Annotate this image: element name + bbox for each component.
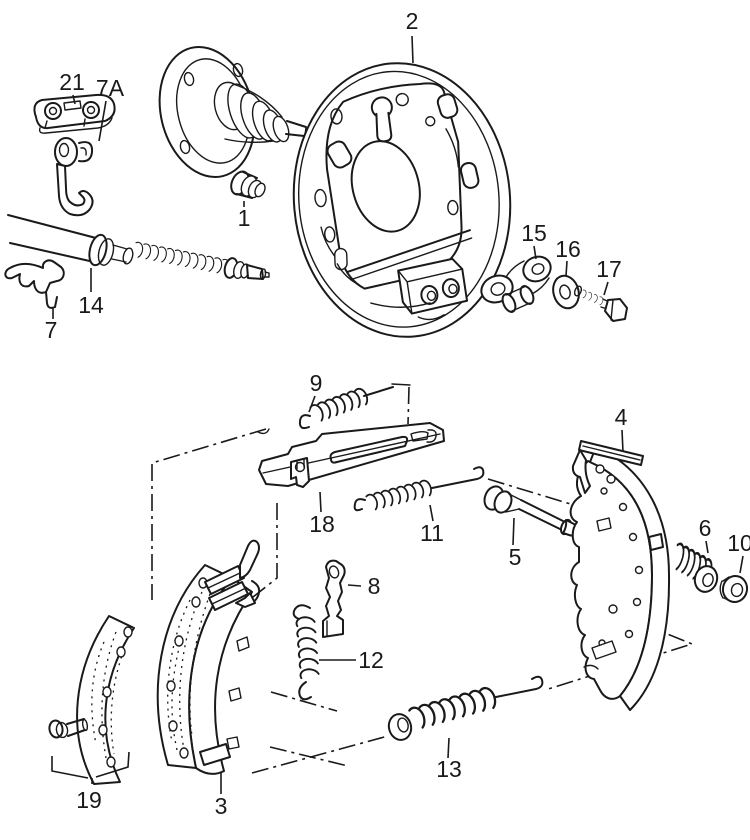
callout-7a-label: 7A xyxy=(96,75,125,101)
callout-4-label: 4 xyxy=(615,404,628,430)
callout-6-label: 6 xyxy=(699,515,712,541)
lining-texture xyxy=(167,591,211,751)
callout-13: 13 xyxy=(436,737,462,782)
callout-13-label: 13 xyxy=(436,756,462,782)
return-spring-part-11 xyxy=(353,466,485,512)
hold-down-spring-part-6 xyxy=(669,541,719,593)
lining-rivet-holes xyxy=(166,577,208,759)
callout-17: 17 xyxy=(596,256,622,296)
callout-7a: 7A xyxy=(96,75,125,142)
callout-11: 11 xyxy=(420,504,444,546)
callout-15-label: 15 xyxy=(521,220,547,246)
spring-part-12 xyxy=(292,604,321,701)
callout-10-label: 10 xyxy=(727,530,750,556)
callout-8: 8 xyxy=(347,573,381,599)
callout-10: 10 xyxy=(727,530,750,574)
callout-19: 19 xyxy=(76,787,102,813)
bracket-19 xyxy=(51,751,130,784)
callout-12-label: 12 xyxy=(358,647,384,673)
callout-4: 4 xyxy=(615,404,628,453)
return-spring-part-13 xyxy=(387,675,544,741)
return-spring-part-9 xyxy=(298,386,394,430)
callout-14-label: 14 xyxy=(78,292,104,318)
callout-9-label: 9 xyxy=(310,370,323,396)
callout-1: 1 xyxy=(238,201,251,231)
callout-9: 9 xyxy=(308,370,323,413)
grease-cap-part-1 xyxy=(230,170,266,199)
callout-12: 12 xyxy=(319,647,384,673)
washer-part-16 xyxy=(552,274,580,310)
cable-bracket-part-7 xyxy=(4,259,65,309)
callout-6: 6 xyxy=(699,515,712,554)
lining-rivet xyxy=(48,718,89,739)
bolt-part-17 xyxy=(573,285,628,322)
callout-2-label: 2 xyxy=(406,8,419,34)
spring-cap-part-10 xyxy=(719,575,749,603)
wheel-hub-axle xyxy=(158,46,322,178)
shoe-4-holes xyxy=(595,464,644,647)
brake-lever-part-7a xyxy=(54,137,94,217)
callout-19-label: 19 xyxy=(76,787,102,813)
retaining-pin-part-5 xyxy=(483,485,579,537)
cable-spring-coils xyxy=(132,241,232,276)
callout-14: 14 xyxy=(78,268,104,318)
callout-7: 7 xyxy=(45,308,58,343)
callout-3-label: 3 xyxy=(215,793,228,819)
brake-shoe-part-3 xyxy=(156,539,261,775)
adjuster-strut-part-18 xyxy=(258,422,445,488)
callout-5: 5 xyxy=(509,517,522,570)
callout-15: 15 xyxy=(521,220,547,260)
brake-shoe-part-4 xyxy=(569,440,671,711)
cable-clip-part-21 xyxy=(33,93,116,134)
callout-7-label: 7 xyxy=(45,317,58,343)
callout-18-label: 18 xyxy=(309,511,335,537)
callout-16-label: 16 xyxy=(555,236,581,262)
callout-3: 3 xyxy=(215,772,228,819)
connector-link-part-15 xyxy=(501,255,552,313)
callout-8-label: 8 xyxy=(368,573,381,599)
callout-2: 2 xyxy=(406,8,419,64)
callout-16: 16 xyxy=(555,236,581,277)
callout-17-label: 17 xyxy=(596,256,622,282)
callout-21-label: 21 xyxy=(59,69,85,95)
callout-11-label: 11 xyxy=(420,520,444,546)
brake-lining-part-19 xyxy=(48,615,135,785)
callouts: 21 7A 2 1 14 7 15 16 17 9 18 11 5 4 6 10… xyxy=(45,8,750,819)
callout-1-label: 1 xyxy=(238,205,251,231)
cv-boot xyxy=(224,83,290,144)
wedge-part-8 xyxy=(322,559,346,638)
backing-plate-part-2 xyxy=(292,62,514,338)
callout-18: 18 xyxy=(309,491,335,537)
callout-21: 21 xyxy=(59,69,85,105)
brake-cable-part-14 xyxy=(7,214,270,280)
callout-5-label: 5 xyxy=(509,544,522,570)
